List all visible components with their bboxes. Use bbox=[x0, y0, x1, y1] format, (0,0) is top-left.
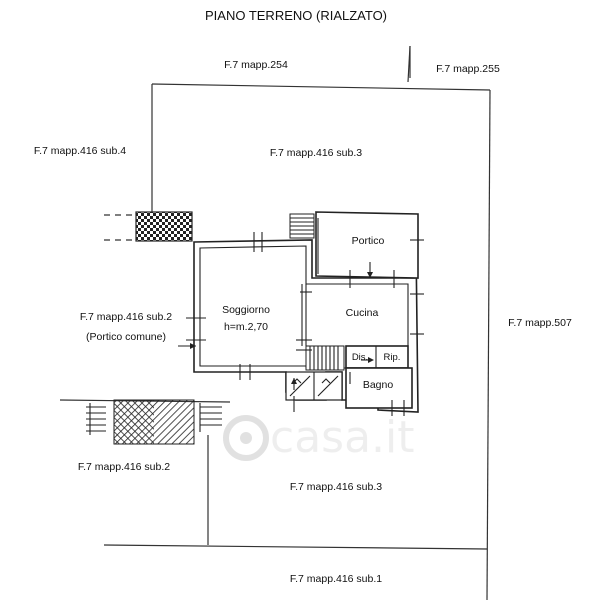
parcel-sub3-top-label: F.7 mapp.416 sub.3 bbox=[270, 147, 362, 159]
room-soggiorno-label: Soggiorno bbox=[222, 304, 270, 316]
entry-arrows bbox=[178, 262, 374, 390]
watermark: casa.it bbox=[223, 412, 415, 463]
property-boundaries bbox=[59, 45, 491, 600]
room-cucina-label: Cucina bbox=[346, 307, 379, 319]
parcel-mapp507-label: F.7 mapp.507 bbox=[508, 317, 572, 329]
room-height-label: h=m.2,70 bbox=[224, 321, 268, 333]
parcel-sub2-bottom-label: F.7 mapp.416 sub.2 bbox=[78, 461, 170, 473]
openings bbox=[186, 232, 424, 416]
watermark-text: casa.it bbox=[270, 412, 415, 463]
room-portico-label: Portico bbox=[352, 235, 385, 247]
parcel-sub4-label: F.7 mapp.416 sub.4 bbox=[34, 145, 126, 157]
parcel-sub1-label: F.7 mapp.416 sub.1 bbox=[290, 573, 382, 585]
room-ripostiglio-label: Rip. bbox=[384, 352, 401, 363]
parcel-sub3-bottom-label: F.7 mapp.416 sub.3 bbox=[290, 481, 382, 493]
internal-stairs bbox=[285, 345, 345, 401]
portico-stairs bbox=[289, 213, 315, 239]
hatched-patio bbox=[135, 211, 193, 242]
external-stairs bbox=[86, 399, 222, 445]
room-disimpegno-label: Dis. bbox=[352, 352, 368, 363]
building bbox=[178, 211, 424, 416]
parcel-mapp254-label: F.7 mapp.254 bbox=[224, 59, 288, 71]
plan-title: PIANO TERRENO (RIALZATO) bbox=[205, 8, 387, 23]
room-bagno-label: Bagno bbox=[363, 379, 394, 391]
portico-comune-label: (Portico comune) bbox=[86, 331, 166, 343]
parcel-mapp255-label: F.7 mapp.255 bbox=[436, 63, 500, 75]
parcel-sub2-left-label: F.7 mapp.416 sub.2 bbox=[80, 311, 172, 323]
